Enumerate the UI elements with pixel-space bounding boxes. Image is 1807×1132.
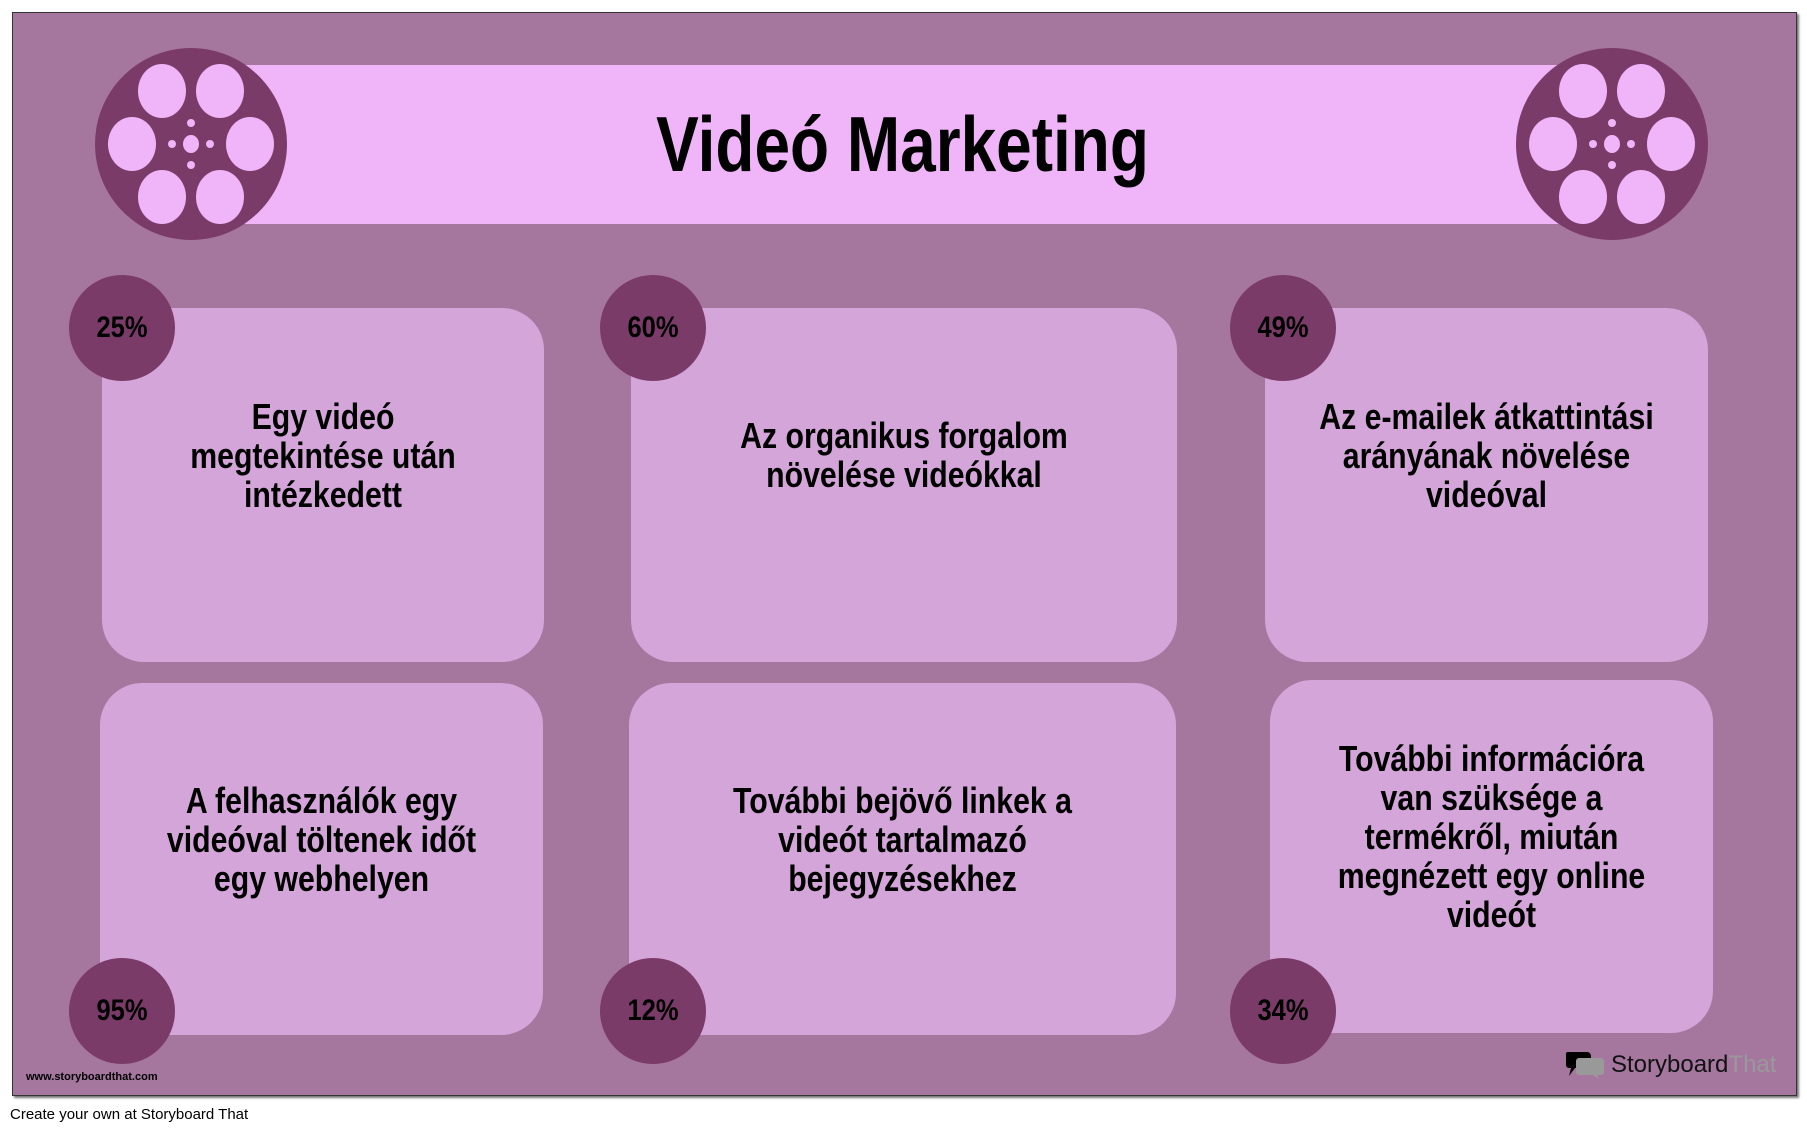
stat-text: További információra van szüksége a term… (1337, 738, 1646, 935)
percent-badge: 49% (1230, 275, 1336, 381)
stat-text: A felhasználók egy videóval töltenek idő… (166, 779, 477, 899)
percent-value: 60% (627, 311, 679, 344)
stat-text: További bejövő linkek a videót tartalmaz… (733, 779, 1072, 899)
stat-card: Az organikus forgalom növelése videókkal (631, 308, 1177, 662)
stat-card: További bejövő linkek a videót tartalmaz… (629, 683, 1176, 1035)
stat-text: Egy videó megtekintése után intézkedett (190, 395, 456, 515)
film-reel-icon (95, 48, 287, 240)
film-reel-icon (1516, 48, 1708, 240)
page-title: Videó Marketing (215, 65, 1590, 224)
speech-bubbles-icon (1565, 1052, 1604, 1079)
percent-badge: 34% (1230, 958, 1336, 1064)
storyboardthat-logo[interactable]: StoryboardThat (1565, 1050, 1776, 1080)
percent-value: 49% (1257, 311, 1309, 344)
title-banner (215, 65, 1560, 224)
title-text: Videó Marketing (656, 100, 1149, 188)
percent-value: 25% (96, 311, 148, 344)
percent-value: 95% (96, 994, 148, 1027)
stat-text: Az organikus forgalom növelése videókkal (740, 415, 1068, 495)
stat-card: A felhasználók egy videóval töltenek idő… (100, 683, 543, 1035)
stat-card: További információra van szüksége a term… (1270, 680, 1713, 1033)
stat-card: Egy videó megtekintése után intézkedett (102, 308, 544, 662)
logo-text-storyboard: Storyboard (1611, 1051, 1729, 1078)
create-your-own-link[interactable]: Create your own at Storyboard That (10, 1106, 249, 1123)
logo-text-that: That (1728, 1051, 1777, 1078)
percent-badge: 95% (69, 958, 175, 1064)
stat-card: Az e-mailek átkattintási arányának növel… (1265, 308, 1708, 662)
watermark-url: www.storyboardthat.com (26, 1071, 158, 1083)
percent-value: 12% (627, 994, 679, 1027)
stat-text: Az e-mailek átkattintási arányának növel… (1319, 395, 1654, 515)
percent-badge: 25% (69, 275, 175, 381)
percent-value: 34% (1257, 994, 1309, 1027)
percent-badge: 60% (600, 275, 706, 381)
percent-badge: 12% (600, 958, 706, 1064)
